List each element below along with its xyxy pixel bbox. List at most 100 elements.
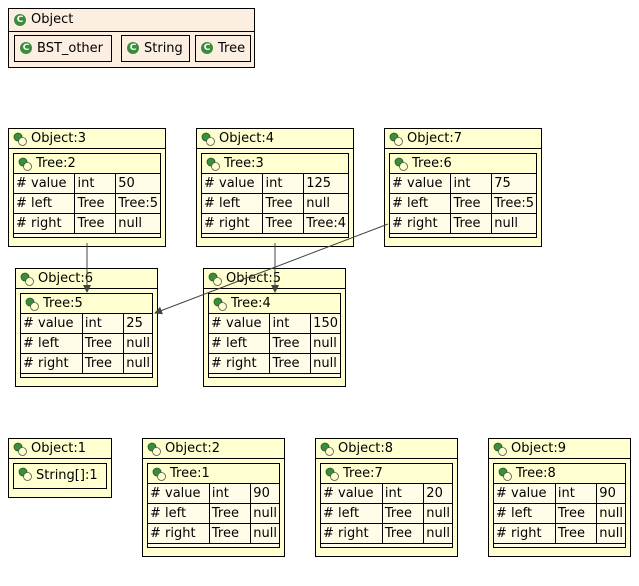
object-instance-icon <box>152 467 166 481</box>
field-type: int <box>450 174 493 194</box>
field-type: Tree <box>208 523 252 544</box>
object-instance-icon <box>394 157 408 171</box>
field-type: int <box>74 174 117 194</box>
field-value: 90 <box>250 484 279 504</box>
field-name: # right <box>390 213 452 234</box>
object-instance-icon <box>498 467 512 481</box>
legend-class-tree[interactable]: C Tree <box>195 35 251 62</box>
object-title-text: Object:8 <box>338 441 393 456</box>
object-instance-icon <box>18 467 32 481</box>
class-c-icon: C <box>14 14 26 26</box>
object-title: Object:6 <box>16 269 157 289</box>
object-title: Object:9 <box>489 439 630 459</box>
field-type: int <box>81 314 125 334</box>
field-type: int <box>262 174 305 194</box>
instance-title: Tree:5 <box>21 294 152 314</box>
object-title-text: Object:2 <box>165 441 220 456</box>
legend-class-string[interactable]: C String <box>121 35 190 62</box>
object-title: Object:2 <box>143 439 284 459</box>
field-value: 90 <box>596 484 625 504</box>
field-name: # left <box>209 333 271 354</box>
field-name: # value <box>21 314 83 334</box>
field-type: Tree <box>81 353 125 374</box>
field-value: null <box>303 193 348 214</box>
field-type: Tree <box>554 503 598 524</box>
field-name: # value <box>209 314 271 334</box>
field-type: int <box>208 484 252 504</box>
field-value: null <box>423 503 452 524</box>
field-value: 25 <box>123 314 152 334</box>
field-type: int <box>381 484 425 504</box>
object-title: Object:7 <box>385 129 541 149</box>
legend-title: C Object <box>9 9 254 32</box>
object-title: Object:5 <box>204 269 345 289</box>
field-type: Tree <box>81 333 125 354</box>
field-name: # right <box>494 523 556 544</box>
class-legend: C Object C BST_other C String C Tree <box>8 8 255 68</box>
field-type: Tree <box>554 523 598 544</box>
field-name: # left <box>14 193 76 214</box>
class-c-icon: C <box>127 42 139 54</box>
field-value: 20 <box>423 484 452 504</box>
field-value: null <box>491 213 536 234</box>
instance-title-text: Tree:4 <box>231 296 271 311</box>
instance-title-text: Tree:3 <box>224 156 264 171</box>
field-type: Tree <box>269 333 312 354</box>
class-c-icon: C <box>20 42 32 54</box>
field-name: # value <box>14 174 76 194</box>
object-title-text: Object:9 <box>511 441 566 456</box>
instance-title-text: Tree:6 <box>412 156 452 171</box>
field-value: Tree:5 <box>115 193 160 214</box>
legend-class-label: Tree <box>218 41 246 56</box>
field-name: # value <box>148 484 210 504</box>
legend-class-bst-other[interactable]: C BST_other <box>14 35 112 62</box>
field-type: Tree <box>269 353 312 374</box>
object-title-text: Object:3 <box>31 131 86 146</box>
field-name: # right <box>321 523 383 544</box>
field-name: # value <box>390 174 452 194</box>
legend-class-label: String <box>144 41 183 56</box>
field-name: # left <box>321 503 383 524</box>
instance-title: Tree:7 <box>321 464 452 484</box>
legend-title-text: Object <box>31 12 74 27</box>
object-title: Object:1 <box>9 439 111 459</box>
field-type: Tree <box>74 213 117 234</box>
object-instance-icon <box>213 297 227 311</box>
instance-title-text: String[]:1 <box>36 468 98 483</box>
object-instance-icon <box>389 132 403 146</box>
field-type: Tree <box>262 193 305 214</box>
object-instance-icon <box>206 157 220 171</box>
field-name: # value <box>494 484 556 504</box>
